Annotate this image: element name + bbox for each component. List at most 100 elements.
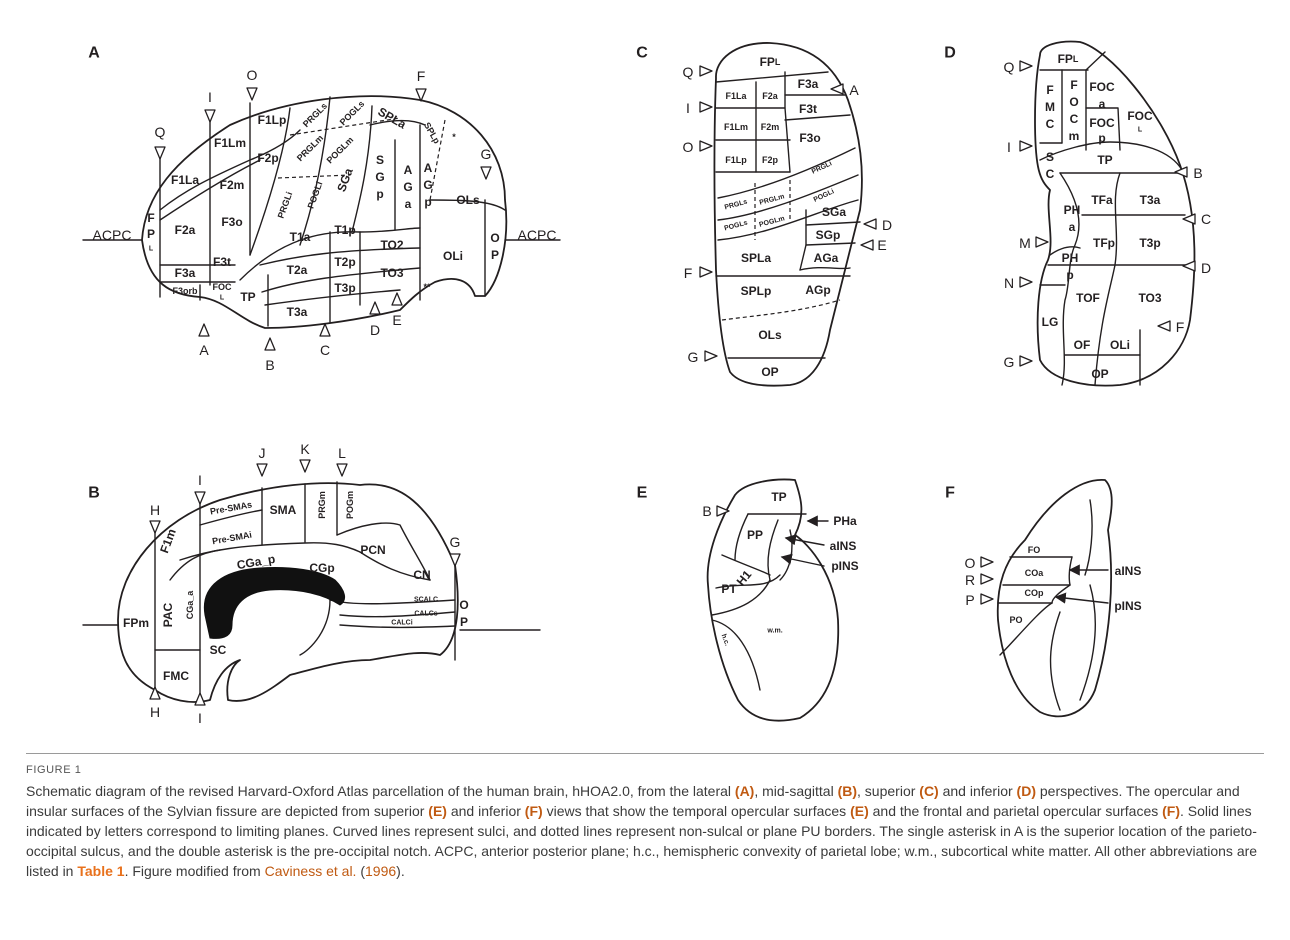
svg-text:G: G bbox=[688, 349, 699, 365]
svg-text:T3a: T3a bbox=[1140, 193, 1161, 207]
svg-text:PRGLm: PRGLm bbox=[295, 133, 325, 163]
svg-text:PH: PH bbox=[1062, 251, 1079, 265]
svg-text:F3a: F3a bbox=[175, 266, 196, 280]
svg-text:F: F bbox=[147, 211, 154, 225]
svg-text:F: F bbox=[1046, 83, 1053, 97]
svg-text:SGa: SGa bbox=[822, 205, 846, 219]
caviness-citation-link[interactable]: Caviness et al. bbox=[265, 863, 357, 879]
svg-text:POGLs: POGLs bbox=[724, 220, 749, 233]
svg-text:p: p bbox=[376, 187, 383, 201]
svg-text:D: D bbox=[370, 322, 380, 338]
panel-c: C FPL F3a F1La F2a F3t F1Lm F2m F3o F1Lp bbox=[636, 43, 892, 386]
svg-text:B: B bbox=[1193, 165, 1202, 181]
svg-text:PT: PT bbox=[721, 582, 737, 596]
citation-year-link[interactable]: 1996 bbox=[365, 863, 396, 879]
svg-text:F2p: F2p bbox=[257, 151, 278, 165]
table-1-link[interactable]: Table 1 bbox=[77, 863, 124, 879]
svg-text:FPL: FPL bbox=[1058, 52, 1079, 66]
svg-text:F1La: F1La bbox=[171, 173, 199, 187]
svg-text:PH: PH bbox=[1064, 203, 1081, 217]
svg-text:h.c.: h.c. bbox=[720, 633, 731, 647]
svg-text:L: L bbox=[149, 246, 154, 253]
svg-text:T1p: T1p bbox=[334, 223, 355, 237]
svg-text:N: N bbox=[1004, 275, 1014, 291]
panel-d-label: D bbox=[944, 45, 956, 62]
svg-text:F1La: F1La bbox=[725, 91, 747, 101]
caption-divider bbox=[26, 753, 1264, 754]
svg-text:G: G bbox=[375, 170, 384, 184]
svg-text:a: a bbox=[1069, 220, 1076, 234]
svg-text:H: H bbox=[150, 704, 160, 720]
svg-text:F1m: F1m bbox=[157, 527, 179, 555]
svg-text:T3p: T3p bbox=[334, 281, 355, 295]
svg-text:L: L bbox=[338, 445, 346, 461]
panel-e-label: E bbox=[637, 485, 648, 502]
svg-text:P: P bbox=[147, 227, 155, 241]
figure-label: FIGURE 1 bbox=[26, 764, 82, 776]
panel-c-label: C bbox=[636, 45, 648, 62]
svg-text:SPLa: SPLa bbox=[376, 104, 409, 131]
svg-text:OLs: OLs bbox=[456, 193, 480, 207]
svg-text:a: a bbox=[405, 197, 412, 211]
acpc-label-left: ACPC bbox=[93, 227, 132, 243]
svg-text:Pre-SMAi: Pre-SMAi bbox=[211, 530, 252, 547]
svg-text:FOC: FOC bbox=[1089, 80, 1115, 94]
svg-text:K: K bbox=[300, 441, 310, 457]
double-asterisk-preoccipital-notch: ** bbox=[423, 282, 431, 292]
svg-text:T3a: T3a bbox=[287, 305, 308, 319]
svg-text:TP: TP bbox=[240, 290, 255, 304]
svg-text:POGLi: POGLi bbox=[813, 188, 836, 204]
svg-text:PHa: PHa bbox=[833, 514, 857, 528]
svg-text:O: O bbox=[683, 139, 694, 155]
svg-text:FO: FO bbox=[1028, 545, 1041, 555]
svg-text:G: G bbox=[423, 178, 432, 192]
panel-e-marker-b: B bbox=[702, 503, 711, 519]
svg-text:A: A bbox=[199, 342, 209, 358]
svg-text:F1Lm: F1Lm bbox=[214, 136, 246, 150]
figure-caption: Schematic diagram of the revised Harvard… bbox=[26, 781, 1266, 881]
svg-text:OLs: OLs bbox=[758, 328, 782, 342]
svg-text:FOC: FOC bbox=[1127, 109, 1153, 123]
svg-text:a: a bbox=[1099, 97, 1106, 111]
svg-text:F1Lp: F1Lp bbox=[258, 113, 287, 127]
svg-text:B: B bbox=[265, 357, 274, 373]
svg-text:F3o: F3o bbox=[221, 215, 242, 229]
svg-text:Q: Q bbox=[155, 124, 166, 140]
svg-text:PRGLs: PRGLs bbox=[301, 101, 329, 129]
svg-text:TO3: TO3 bbox=[380, 266, 403, 280]
figure-1-diagram: A FPL F1La F2a F3a F3orb bbox=[0, 0, 1290, 750]
svg-text:SC: SC bbox=[210, 643, 227, 657]
svg-text:C: C bbox=[1201, 211, 1211, 227]
svg-text:G: G bbox=[450, 534, 461, 550]
svg-text:TO3: TO3 bbox=[1138, 291, 1161, 305]
svg-text:POGLs: POGLs bbox=[338, 99, 367, 128]
svg-text:SPLa: SPLa bbox=[741, 251, 771, 265]
svg-text:AGa: AGa bbox=[814, 251, 839, 265]
svg-text:w.m.: w.m. bbox=[766, 628, 782, 635]
svg-text:POGLm: POGLm bbox=[759, 215, 786, 229]
svg-text:CN: CN bbox=[413, 568, 430, 582]
svg-text:aINS: aINS bbox=[830, 539, 857, 553]
svg-text:CALCi: CALCi bbox=[391, 620, 412, 627]
svg-text:CGp: CGp bbox=[309, 561, 334, 575]
svg-text:F2m: F2m bbox=[220, 178, 245, 192]
svg-text:FPL: FPL bbox=[760, 55, 781, 69]
svg-text:I: I bbox=[198, 710, 202, 726]
panel-a: A FPL F1La F2a F3a F3orb bbox=[83, 45, 560, 374]
svg-text:E: E bbox=[392, 312, 401, 328]
svg-text:F2m: F2m bbox=[761, 122, 780, 132]
svg-text:F3o: F3o bbox=[799, 131, 820, 145]
svg-text:F3a: F3a bbox=[798, 77, 819, 91]
svg-text:C: C bbox=[1070, 112, 1079, 126]
svg-text:CALCs: CALCs bbox=[414, 611, 437, 618]
svg-text:A: A bbox=[404, 163, 413, 177]
svg-text:F1Lm: F1Lm bbox=[724, 122, 748, 132]
panel-d: D FPL FMC FOCm FOCa FOCp FOCL SC TP PHa … bbox=[944, 42, 1211, 386]
svg-text:T2p: T2p bbox=[334, 255, 355, 269]
svg-text:L: L bbox=[1138, 127, 1143, 134]
svg-text:F: F bbox=[1070, 78, 1077, 92]
svg-text:F1Lp: F1Lp bbox=[725, 155, 747, 165]
svg-text:COp: COp bbox=[1025, 588, 1045, 598]
svg-text:F3t: F3t bbox=[213, 255, 231, 269]
svg-text:C: C bbox=[1046, 167, 1055, 181]
